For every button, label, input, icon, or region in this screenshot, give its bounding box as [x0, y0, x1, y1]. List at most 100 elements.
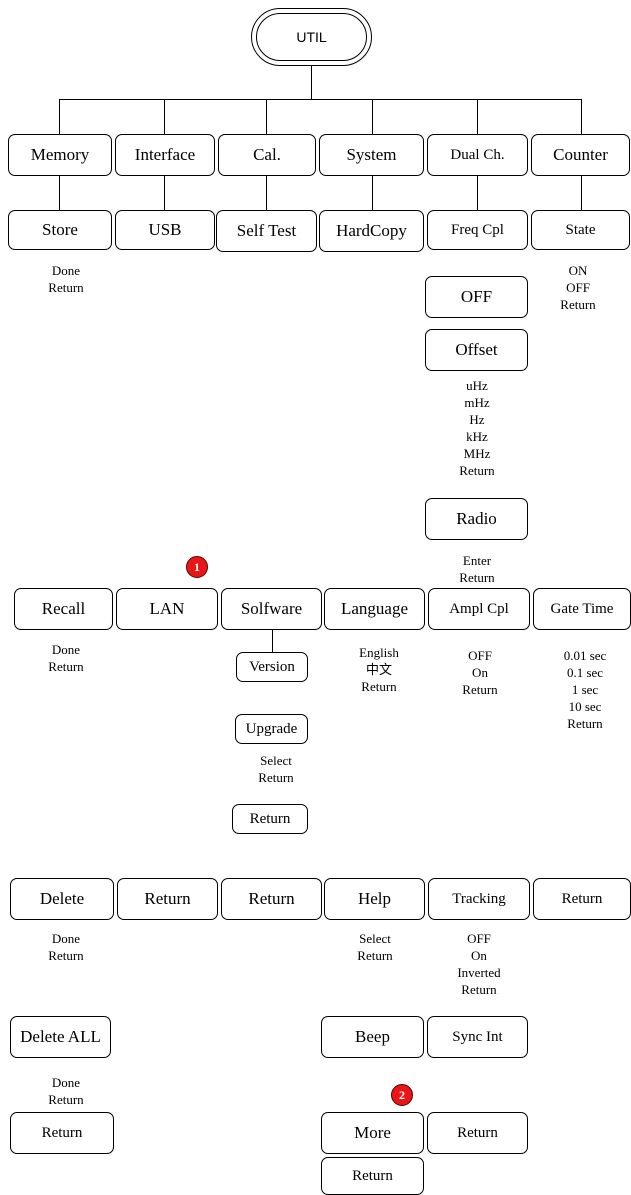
- menu-tracking-button[interactable]: Tracking: [428, 878, 530, 920]
- language-options: English 中文 Return: [359, 644, 399, 695]
- option-text: Inverted: [457, 965, 501, 980]
- upgrade-options: Select Return: [258, 752, 293, 786]
- system-more-button[interactable]: More: [321, 1112, 424, 1154]
- connector: [266, 99, 267, 134]
- connector: [581, 176, 582, 210]
- menu-software-button[interactable]: Solfware: [221, 588, 322, 630]
- option-text: Return: [48, 1092, 84, 1107]
- connector: [164, 176, 165, 210]
- option-text: Enter: [462, 553, 492, 568]
- recall-options: Done Return: [48, 641, 83, 675]
- menu-cal-button[interactable]: Cal.: [218, 134, 316, 176]
- connector: [164, 99, 165, 134]
- option-text: Return: [560, 297, 596, 312]
- offset-units: uHz mHz Hz kHz MHz Return: [459, 377, 494, 479]
- menu-hardcopy-button[interactable]: HardCopy: [319, 210, 424, 252]
- menu-recall-button[interactable]: Recall: [14, 588, 113, 630]
- option-text: 0.01 sec: [563, 648, 607, 663]
- software-upgrade-button[interactable]: Upgrade: [235, 714, 308, 744]
- option-text: Return: [357, 948, 393, 963]
- connector: [59, 99, 581, 100]
- menu-gate-time-button[interactable]: Gate Time: [533, 588, 631, 630]
- option-text: Done: [51, 931, 81, 946]
- menu-dual-ch-button[interactable]: Dual Ch.: [427, 134, 528, 176]
- option-text: Return: [459, 463, 495, 478]
- menu-ampl-cpl-button[interactable]: Ampl Cpl: [428, 588, 530, 630]
- option-text: kHz: [466, 429, 488, 444]
- option-text: 1 sec: [571, 682, 599, 697]
- menu-help-button[interactable]: Help: [324, 878, 425, 920]
- delete-all-button[interactable]: Delete ALL: [10, 1016, 111, 1058]
- store-options: Done Return: [48, 262, 83, 296]
- system-return-button[interactable]: Return: [321, 1157, 424, 1195]
- option-text: Done: [51, 1075, 81, 1090]
- option-text: mHz: [464, 395, 490, 410]
- connector: [59, 176, 60, 210]
- menu-memory-button[interactable]: Memory: [8, 134, 112, 176]
- software-return-button[interactable]: Return: [232, 804, 308, 834]
- menu-delete-button[interactable]: Delete: [10, 878, 114, 920]
- menu-lan-button[interactable]: LAN: [116, 588, 218, 630]
- menu-language-button[interactable]: Language: [324, 588, 425, 630]
- connector: [372, 99, 373, 134]
- option-text: Select: [359, 931, 391, 946]
- memory-return-button[interactable]: Return: [10, 1112, 114, 1154]
- dual-ch-return-button[interactable]: Return: [427, 1112, 528, 1154]
- menu-system-button[interactable]: System: [319, 134, 424, 176]
- option-text: Select: [260, 753, 292, 768]
- option-text: MHz: [463, 446, 491, 461]
- gate-time-options: 0.01 sec 0.1 sec 1 sec 10 sec Return: [564, 647, 607, 732]
- option-text: Return: [48, 659, 84, 674]
- menu-interface-button[interactable]: Interface: [115, 134, 215, 176]
- option-text: 0.1 sec: [566, 665, 604, 680]
- option-text: uHz: [466, 378, 488, 393]
- software-version-button[interactable]: Version: [236, 652, 308, 682]
- option-text: Return: [48, 280, 84, 295]
- connector: [59, 99, 60, 134]
- freq-cpl-radio-button[interactable]: Radio: [425, 498, 528, 540]
- menu-counter-button[interactable]: Counter: [531, 134, 630, 176]
- menu-freq-cpl-button[interactable]: Freq Cpl: [427, 210, 528, 250]
- system-beep-button[interactable]: Beep: [321, 1016, 424, 1058]
- option-text: Return: [459, 570, 495, 585]
- connector: [372, 176, 373, 210]
- menu-counter-return-button[interactable]: Return: [533, 878, 631, 920]
- option-text: Hz: [469, 412, 485, 427]
- menu-state-button[interactable]: State: [531, 210, 630, 250]
- freq-cpl-offset-button[interactable]: Offset: [425, 329, 528, 371]
- menu-usb-button[interactable]: USB: [115, 210, 215, 250]
- option-text: 中文: [365, 662, 393, 677]
- option-text: On: [472, 665, 488, 680]
- connector: [266, 176, 267, 210]
- option-text: On: [471, 948, 487, 963]
- option-text: Return: [461, 982, 497, 997]
- option-text: Done: [51, 263, 81, 278]
- radio-options: Enter Return: [459, 552, 494, 586]
- state-options: ON OFF Return: [560, 262, 595, 313]
- option-text: Return: [258, 770, 294, 785]
- util-root-label: UTIL: [256, 13, 367, 61]
- util-root-button[interactable]: UTIL: [251, 8, 372, 66]
- option-text: 10 sec: [568, 699, 602, 714]
- option-text: OFF: [566, 280, 590, 295]
- connector: [477, 99, 478, 134]
- option-text: OFF: [468, 648, 492, 663]
- menu-store-button[interactable]: Store: [8, 210, 112, 250]
- option-text: Return: [361, 679, 397, 694]
- option-text: ON: [568, 263, 588, 278]
- help-options: Select Return: [357, 930, 392, 964]
- sync-int-button[interactable]: Sync Int: [427, 1016, 528, 1058]
- ampl-cpl-options: OFF On Return: [462, 647, 497, 698]
- connector: [272, 630, 273, 652]
- menu-interface-return-button[interactable]: Return: [117, 878, 218, 920]
- step-2-badge: 2: [391, 1084, 413, 1106]
- tracking-options: OFF On Inverted Return: [457, 930, 500, 998]
- delete-all-options: Done Return: [48, 1074, 83, 1108]
- menu-self-test-button[interactable]: Self Test: [216, 210, 317, 252]
- option-text: Done: [51, 642, 81, 657]
- option-text: English: [359, 645, 399, 660]
- menu-cal-return-button[interactable]: Return: [221, 878, 322, 920]
- option-text: Return: [462, 682, 498, 697]
- freq-cpl-off-button[interactable]: OFF: [425, 276, 528, 318]
